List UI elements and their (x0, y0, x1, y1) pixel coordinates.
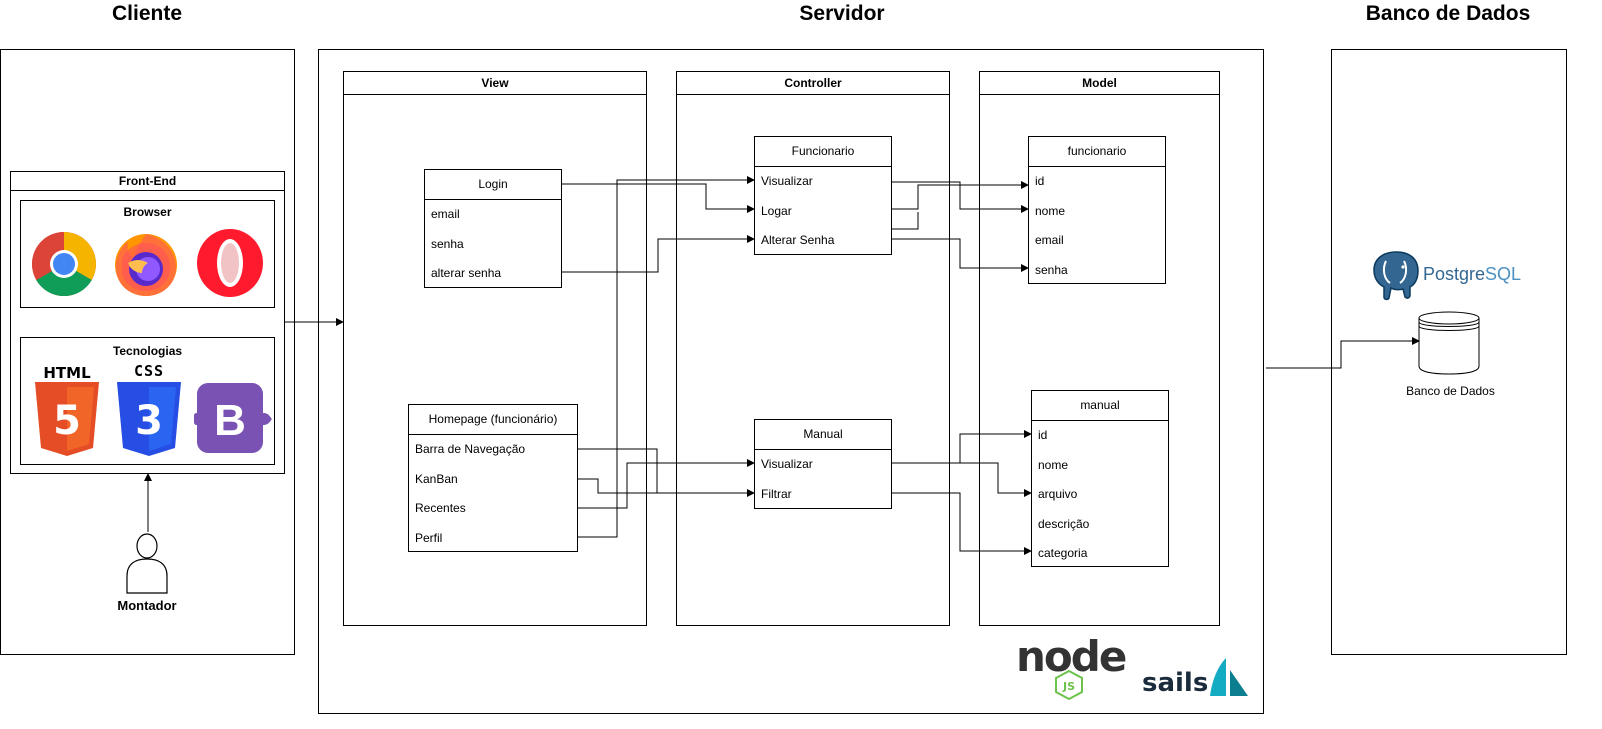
login-row-senha: senha (431, 236, 464, 251)
model-title: Model (980, 72, 1219, 95)
server-title: Servidor (799, 2, 885, 25)
html5-digit: 5 (53, 398, 81, 444)
homepage-row-recentes: Recentes (415, 501, 466, 515)
login-row-alterar-senha: alterar senha (431, 266, 502, 280)
manual-model-row-arquivo: arquivo (1038, 487, 1078, 501)
funcionario-model-row-nome: nome (1035, 203, 1066, 218)
css3-digit: 3 (135, 398, 163, 444)
bootstrap-letter: B (214, 396, 246, 445)
css3-icon: 3 (117, 382, 181, 456)
firefox-icon (115, 234, 177, 296)
manual-ctrl-row-visualizar: Visualizar (761, 457, 813, 471)
technologies-title: Tecnologias (112, 344, 183, 358)
arrow-login-logar (562, 183, 755, 213)
arrow-filtrar-categoria (892, 492, 1032, 555)
funcionario-model-title: funcionario (1029, 137, 1165, 167)
controller-title: Controller (677, 72, 949, 95)
sails-logo: sails (1142, 668, 1209, 698)
postgresql-prefix: Postgre (1423, 264, 1486, 284)
arrow-logar-nome-branch (892, 212, 919, 230)
manual-model-title: manual (1032, 391, 1168, 421)
homepage-row-kanban: KanBan (415, 471, 458, 486)
nodejs-badge-text: JS (1062, 680, 1075, 693)
client-title: Cliente (111, 2, 182, 25)
database-cylinder-icon (1418, 311, 1480, 375)
arrow-kanban-filtrar (578, 478, 660, 494)
funcionario-model-row-id: id (1035, 174, 1045, 188)
css-label: CSS (133, 362, 165, 380)
nodejs-badge-icon: JS (1055, 670, 1083, 700)
postgresql-suffix: SQL (1485, 264, 1522, 284)
homepage-row-navbar: Barra de Navegação (415, 442, 526, 456)
arrow-alterar-senha-senha (892, 238, 1029, 272)
arrow-navbar-filtrar (578, 448, 755, 497)
manual-model-row-id: id (1038, 428, 1048, 442)
arrow-recentes-visualizar (578, 459, 755, 509)
database-label: Banco de Dados (1406, 384, 1495, 398)
manual-model-row-descricao: descrição (1038, 516, 1090, 531)
html5-icon: 5 (35, 382, 99, 456)
arrow-visualizar-nome (892, 181, 1029, 213)
manual-model-row-categoria: categoria (1038, 546, 1088, 560)
arrow-visualizar-arquivo (892, 462, 1032, 497)
login-view: Login email senha alterar senha (424, 169, 562, 288)
funcionario-model-row-email: email (1035, 233, 1064, 247)
database-title: Banco de Dados (1365, 2, 1531, 25)
funcionario-ctrl-row-logar: Logar (761, 203, 792, 218)
manual-model: manual id nome arquivo descrição categor… (1031, 390, 1169, 567)
postgresql-elephant-icon (1373, 251, 1419, 301)
arrow-logar-id (892, 181, 1029, 210)
html-label: HTML (43, 364, 91, 382)
actor-label: Montador (117, 598, 177, 613)
homepage-row-perfil: Perfil (415, 530, 443, 545)
login-title: Login (425, 170, 561, 200)
homepage-title: Homepage (funcionário) (409, 405, 577, 435)
funcionario-model-row-senha: senha (1035, 262, 1068, 277)
bootstrap-icon: B (194, 383, 272, 453)
user-actor-icon (126, 533, 168, 594)
funcionario-ctrl-row-visualizar: Visualizar (761, 174, 813, 188)
sails-icon (1210, 658, 1248, 696)
arrow-server-database (1266, 337, 1420, 369)
view-layer: View (343, 71, 647, 626)
manual-model-row-nome: nome (1038, 457, 1069, 472)
view-title: View (344, 72, 646, 95)
arrow-login-alterar-senha (562, 235, 755, 273)
model-layer: Model (979, 71, 1220, 626)
login-row-email: email (431, 207, 460, 221)
frontend-title: Front-End (11, 172, 284, 191)
postgresql-wordmark: PostgreSQL (1423, 262, 1533, 286)
homepage-view: Homepage (funcionário) Barra de Navegaçã… (408, 404, 578, 552)
arrow-perfil-visualizar (578, 176, 755, 538)
manual-ctrl-row-filtrar: Filtrar (761, 486, 792, 501)
manual-ctrl-title: Manual (755, 420, 891, 450)
funcionario-ctrl-row-alterar-senha: Alterar Senha (761, 233, 835, 247)
controller-layer: Controller (676, 71, 950, 626)
opera-icon (197, 229, 263, 297)
funcionario-ctrl-title: Funcionario (755, 137, 891, 167)
arrow-visualizar-id (892, 430, 1032, 464)
chrome-icon (32, 232, 96, 296)
funcionario-controller: Funcionario Visualizar Logar Alterar Sen… (754, 136, 892, 255)
browser-title: Browser (123, 205, 172, 219)
manual-controller: Manual Visualizar Filtrar (754, 419, 892, 509)
